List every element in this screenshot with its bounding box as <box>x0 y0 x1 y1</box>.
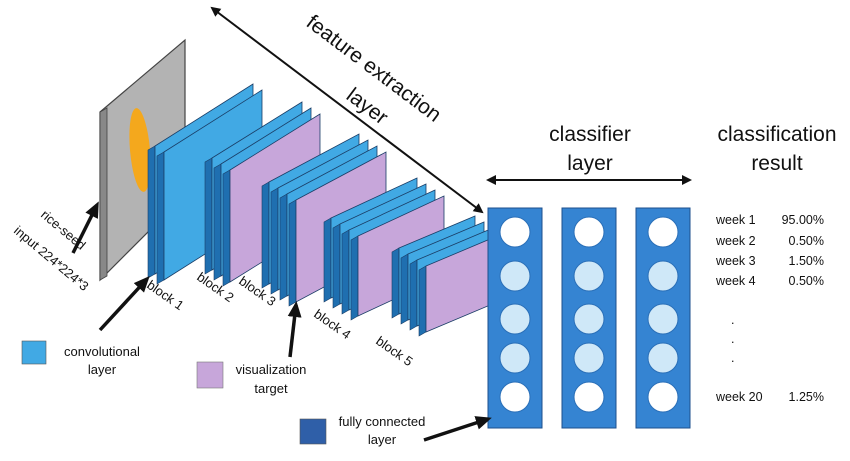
neuron-3-5 <box>647 381 679 413</box>
neuron-1-1 <box>499 216 531 248</box>
result-value-4: 0.50% <box>789 274 824 288</box>
feature-extraction-layers <box>147 83 503 337</box>
neuron-2-1 <box>573 216 605 248</box>
classifier-title-line2: layer <box>567 152 613 175</box>
block-5-layer-4 <box>418 233 503 337</box>
ellipsis-dot-2: . <box>731 332 734 346</box>
fc-pointer-arrow <box>423 416 492 442</box>
legend-vis-line1: visualization <box>236 362 307 377</box>
classifier-columns <box>487 207 691 429</box>
legend-conv-line2: layer <box>88 362 117 377</box>
result-value-20: 1.25% <box>789 390 824 404</box>
neuron-2-5 <box>573 381 605 413</box>
result-week-1: week 1 <box>715 213 756 227</box>
classifier-column-2 <box>561 207 617 429</box>
neuron-3-3 <box>647 303 679 335</box>
legend-fc-line2: layer <box>368 432 397 447</box>
result-value-2: 0.50% <box>789 234 824 248</box>
legend-vis-swatch <box>196 361 224 389</box>
classifier-title-line1: classifier <box>549 123 631 146</box>
neuron-2-3 <box>573 303 605 335</box>
vis-pointer-arrow <box>287 301 302 358</box>
feature-extraction-arrow <box>210 6 484 214</box>
neuron-2-4 <box>573 342 605 374</box>
result-week-4: week 4 <box>715 274 756 288</box>
block-4-label: block 4 <box>311 306 353 342</box>
legend-fc-line1: fully connected <box>339 414 426 429</box>
input-image-slab <box>99 38 186 282</box>
legend-vis-line2: target <box>254 381 288 396</box>
result-week-20: week 20 <box>715 390 763 404</box>
classifier-column-3 <box>635 207 691 429</box>
input-pointer-arrow <box>71 201 99 254</box>
result-week-2: week 2 <box>715 234 756 248</box>
legend-conv-swatch <box>21 340 47 365</box>
neuron-3-2 <box>647 260 679 292</box>
ellipsis-dot-1: . <box>731 313 734 327</box>
neuron-3-4 <box>647 342 679 374</box>
neuron-2-2 <box>573 260 605 292</box>
block1-pointer-arrow <box>98 276 150 332</box>
result-title-line1: classification <box>717 123 836 146</box>
neuron-1-4 <box>499 342 531 374</box>
neuron-1-3 <box>499 303 531 335</box>
rice-seed-shape <box>129 108 151 192</box>
neuron-1-5 <box>499 381 531 413</box>
ellipsis-dot-3: . <box>731 351 734 365</box>
classification-results: week 1 95.00% week 2 0.50% week 3 1.50% … <box>715 213 824 404</box>
neuron-1-2 <box>499 260 531 292</box>
block-5-label: block 5 <box>373 333 415 369</box>
legend-conv-line1: convolutional <box>64 344 140 359</box>
result-week-3: week 3 <box>715 254 756 268</box>
classifier-column-1 <box>487 207 543 429</box>
neuron-3-1 <box>647 216 679 248</box>
legend-fc-swatch <box>299 418 327 445</box>
result-value-3: 1.50% <box>789 254 824 268</box>
result-value-1: 95.00% <box>782 213 824 227</box>
block-1-label: block 1 <box>144 277 186 313</box>
result-title-line2: result <box>751 152 803 175</box>
